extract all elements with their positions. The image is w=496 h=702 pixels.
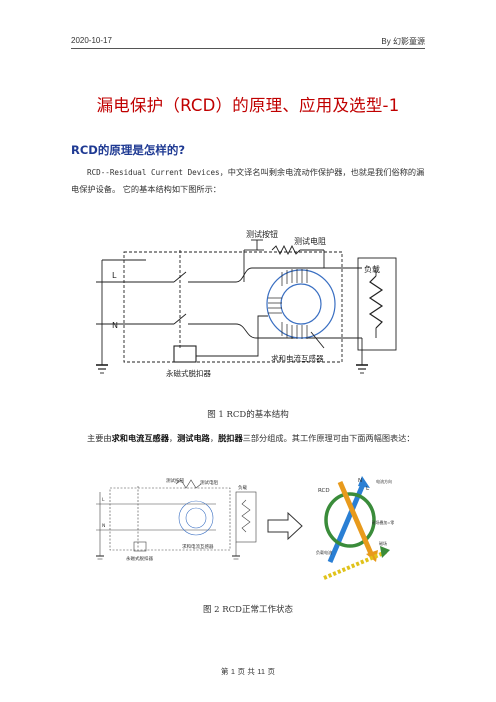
fig2-label-test-resistor: 测试电阻 — [200, 479, 218, 486]
fig2-label-test-button: 测试按钮 — [166, 477, 184, 484]
header-author: By 幻影童源 — [381, 36, 425, 47]
label-tripper: 永磁式脱扣器 — [166, 368, 211, 378]
caption-1-num: 图 1 RCD — [207, 410, 247, 420]
comp-sep-1: ， — [168, 433, 178, 443]
fig2-label-N: N — [102, 523, 105, 529]
caption-2-text: 正常工作状态 — [242, 605, 294, 615]
figure-rcd-normal: 测试按钮 测试电阻 负载 L N 求和电流互感器 永磁式脱扣器 RCD N L … — [96, 476, 394, 580]
header-date: 2020-10-17 — [71, 36, 112, 45]
comp-lead: 主要由 — [87, 433, 112, 443]
comp-sep-2: ， — [209, 433, 219, 443]
comp-sensor: 求和电流互感器 — [111, 433, 169, 443]
figure-rcd-structure: 测试按钮 测试电阻 负载 L N 求和电流互感器 永磁式脱扣器 — [96, 229, 397, 378]
paragraph-components: 主要由求和电流互感器，测试电路，脱扣器三部分组成。其工作原理可由下面两幅图表达： — [71, 430, 426, 447]
footer-mid: 页 共 — [237, 667, 255, 676]
arrow-right-icon — [267, 511, 303, 541]
comp-test-circuit: 测试电路 — [177, 433, 210, 443]
label-load: 负载 — [364, 264, 380, 274]
fig2-label-l: L — [366, 486, 370, 492]
footer-post: 页 — [267, 667, 275, 676]
caption-figure-1: 图 1 RCD的基本结构 — [0, 408, 496, 420]
label-test-button: 测试按钮 — [246, 229, 278, 239]
document-title: 漏电保护（RCD）的原理、应用及选型-1 — [96, 96, 400, 115]
footer-pre: 第 — [221, 667, 229, 676]
term-rcd: RCD--Residual Current Devices — [87, 168, 220, 177]
intro-text: ，中文译名叫剩余电流动作保护器，也就是我们俗称的漏电保护设备。 它的基本结构如下… — [71, 167, 425, 194]
header-rule — [71, 48, 425, 49]
caption-1-text: 的基本结构 — [246, 410, 289, 420]
comp-tail: 三部分组成。其工作原理可由下面两幅图表达： — [242, 433, 415, 443]
fig2-label-n: N — [358, 478, 362, 484]
section-heading: RCD的原理是怎样的? — [71, 143, 186, 157]
label-test-resistor: 测试电阻 — [294, 236, 326, 246]
label-L: L — [112, 271, 117, 280]
fig2-label-load-current: 负载电流 — [316, 549, 332, 555]
footer-total-pages: 11 — [257, 667, 266, 676]
header-author-name: 幻影童源 — [393, 37, 425, 46]
fig2-label-tripper: 永磁式脱扣器 — [126, 555, 153, 562]
label-N: N — [112, 321, 118, 330]
fig2-label-rcd: RCD — [318, 488, 330, 494]
fig2-label-sum-zero: 磁场叠加=零 — [372, 520, 394, 525]
comp-tripper: 脱扣器 — [218, 433, 243, 443]
fig2-label-load: 负载 — [238, 484, 247, 491]
caption-figure-2: 图 2 RCD正常工作状态 — [0, 603, 496, 615]
page-footer: 第 1 页 共 11 页 — [0, 666, 496, 677]
header-by: By — [381, 37, 391, 46]
footer-page-number: 1 — [230, 667, 236, 676]
fig2-label-sensor: 求和电流互感器 — [182, 543, 214, 550]
fig2-label-current-dir: 电流方向 — [376, 478, 392, 484]
label-sensor: 求和电流互感器 — [271, 353, 324, 363]
paragraph-intro: RCD--Residual Current Devices，中文译名叫剩余电流动… — [71, 164, 426, 198]
fig2-label-field: 磁场 — [379, 540, 387, 546]
caption-2-num: 图 2 RCD — [202, 605, 242, 615]
fig2-label-L: L — [102, 497, 105, 503]
